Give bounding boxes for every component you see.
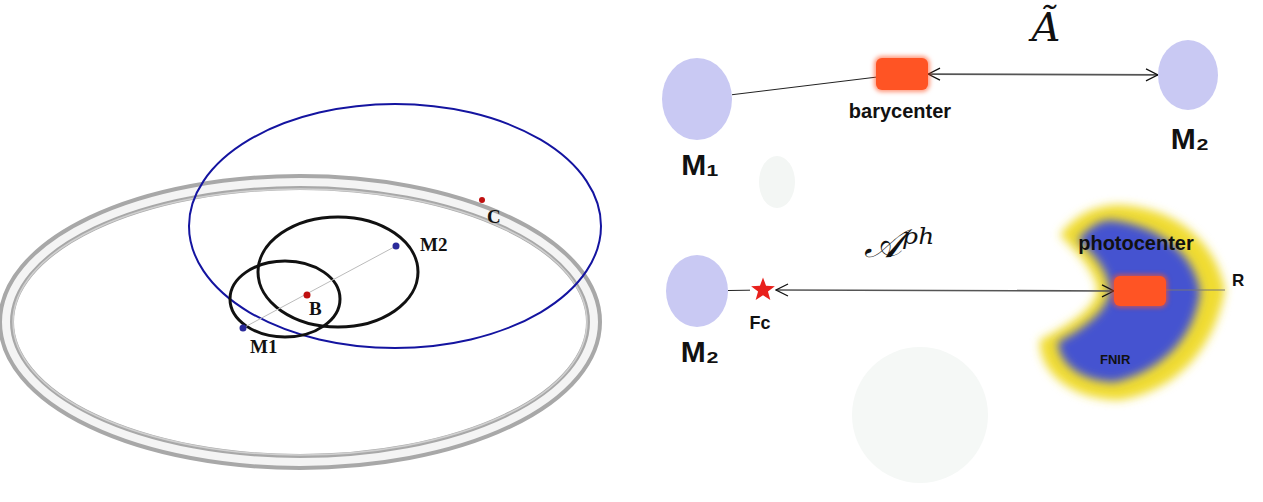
star-marker: Fc xyxy=(750,277,776,303)
faint-ghost xyxy=(852,347,988,483)
nir-emission-blue xyxy=(1058,220,1200,382)
mass-circle: M₂ xyxy=(666,255,728,327)
circumbinary-orbit xyxy=(189,104,601,348)
radius-line xyxy=(1165,290,1225,291)
torus-highlight xyxy=(6,182,594,462)
link-line xyxy=(728,290,750,291)
point-label: M1 xyxy=(250,336,277,358)
c-point xyxy=(479,197,485,203)
star-shape xyxy=(750,277,776,303)
mass-circle: M₂ xyxy=(1158,40,1218,110)
distance-arrow xyxy=(776,289,1114,291)
point-label: B xyxy=(309,298,322,320)
photocenter-marker: photocenter xyxy=(1114,276,1166,306)
distance-symbol: Ã xyxy=(1032,4,1061,50)
distance-symbol: 𝒜ᵖʰ xyxy=(864,220,935,267)
faint-ghost xyxy=(759,156,795,208)
mass-circle: M₁ xyxy=(662,58,732,140)
nir-emission-yellow xyxy=(1040,205,1225,400)
flux-label: FNIR xyxy=(1100,352,1130,367)
torus-ring xyxy=(6,182,594,462)
node-label: barycenter xyxy=(849,100,951,123)
torus-inner-edge xyxy=(13,189,587,455)
node-label: M₂ xyxy=(1171,122,1209,156)
binary-axis xyxy=(243,246,396,328)
node-label: photocenter xyxy=(1078,232,1194,255)
point-label: C xyxy=(487,206,501,228)
radius-label: R xyxy=(1232,271,1244,291)
m2-point xyxy=(393,243,400,250)
node-label: M₂ xyxy=(681,335,719,369)
m1-point xyxy=(240,325,247,332)
distance-arrow xyxy=(928,73,1158,75)
node-label: M₁ xyxy=(681,148,718,182)
barycenter-point xyxy=(304,292,311,299)
node-label: Fc xyxy=(749,313,770,334)
link-line xyxy=(732,77,876,95)
barycenter-marker: barycenter xyxy=(876,58,928,90)
point-label: M2 xyxy=(420,234,447,256)
